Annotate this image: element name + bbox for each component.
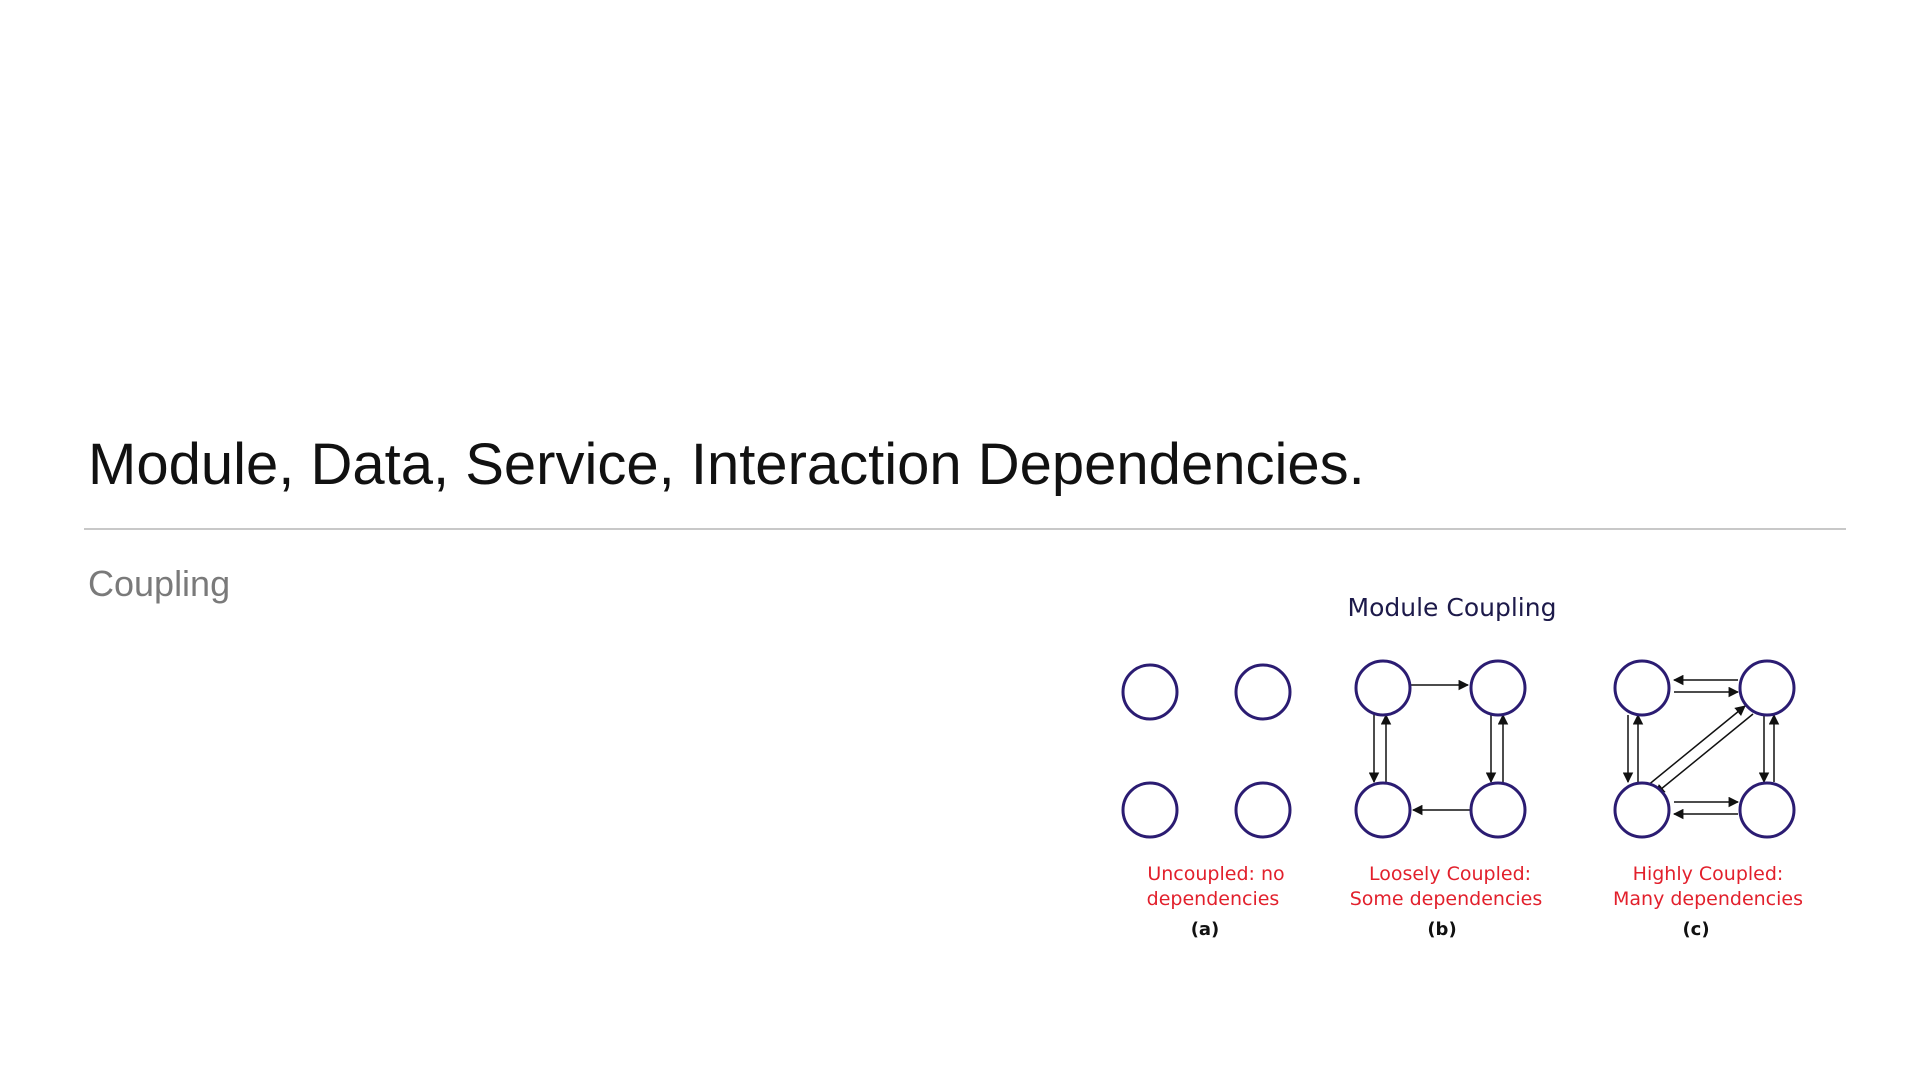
dependency-arrow xyxy=(1654,713,1754,795)
module-node xyxy=(1121,663,1179,721)
dependency-arrow xyxy=(1646,705,1746,787)
panel-highly-coupled: Highly Coupled: Many dependencies (c) xyxy=(1613,659,1803,940)
panel-caption-line: Many dependencies xyxy=(1613,888,1803,910)
figure-title: Module Coupling xyxy=(1348,593,1557,622)
module-node xyxy=(1738,781,1796,839)
slide-subtitle: Coupling xyxy=(88,563,231,604)
module-coupling-figure: Module Coupling Uncoupled: no dependenci… xyxy=(1100,578,1820,948)
module-node xyxy=(1234,663,1292,721)
panel-label: (c) xyxy=(1682,919,1709,940)
panel-caption-line: Highly Coupled: xyxy=(1633,863,1784,885)
panel-uncoupled: Uncoupled: no dependencies (a) xyxy=(1121,663,1292,940)
module-node xyxy=(1354,659,1412,717)
slide-title: Module, Data, Service, Interaction Depen… xyxy=(88,432,1365,497)
module-node xyxy=(1469,781,1527,839)
module-node xyxy=(1738,659,1796,717)
panel-caption-line: dependencies xyxy=(1147,888,1280,910)
title-divider xyxy=(84,528,1846,530)
panel-caption-line: Some dependencies xyxy=(1350,888,1543,910)
panel-label: (b) xyxy=(1427,919,1456,940)
module-node xyxy=(1121,781,1179,839)
module-node xyxy=(1613,781,1671,839)
panel-label: (a) xyxy=(1191,919,1220,940)
module-node xyxy=(1354,781,1412,839)
panel-caption-line: Uncoupled: no xyxy=(1147,863,1284,885)
module-node xyxy=(1613,659,1671,717)
panel-caption-line: Loosely Coupled: xyxy=(1369,863,1531,885)
module-node xyxy=(1234,781,1292,839)
panel-loosely-coupled: Loosely Coupled: Some dependencies (b) xyxy=(1350,659,1543,940)
module-coupling-diagram: Module Coupling Uncoupled: no dependenci… xyxy=(1121,593,1803,940)
module-node xyxy=(1469,659,1527,717)
